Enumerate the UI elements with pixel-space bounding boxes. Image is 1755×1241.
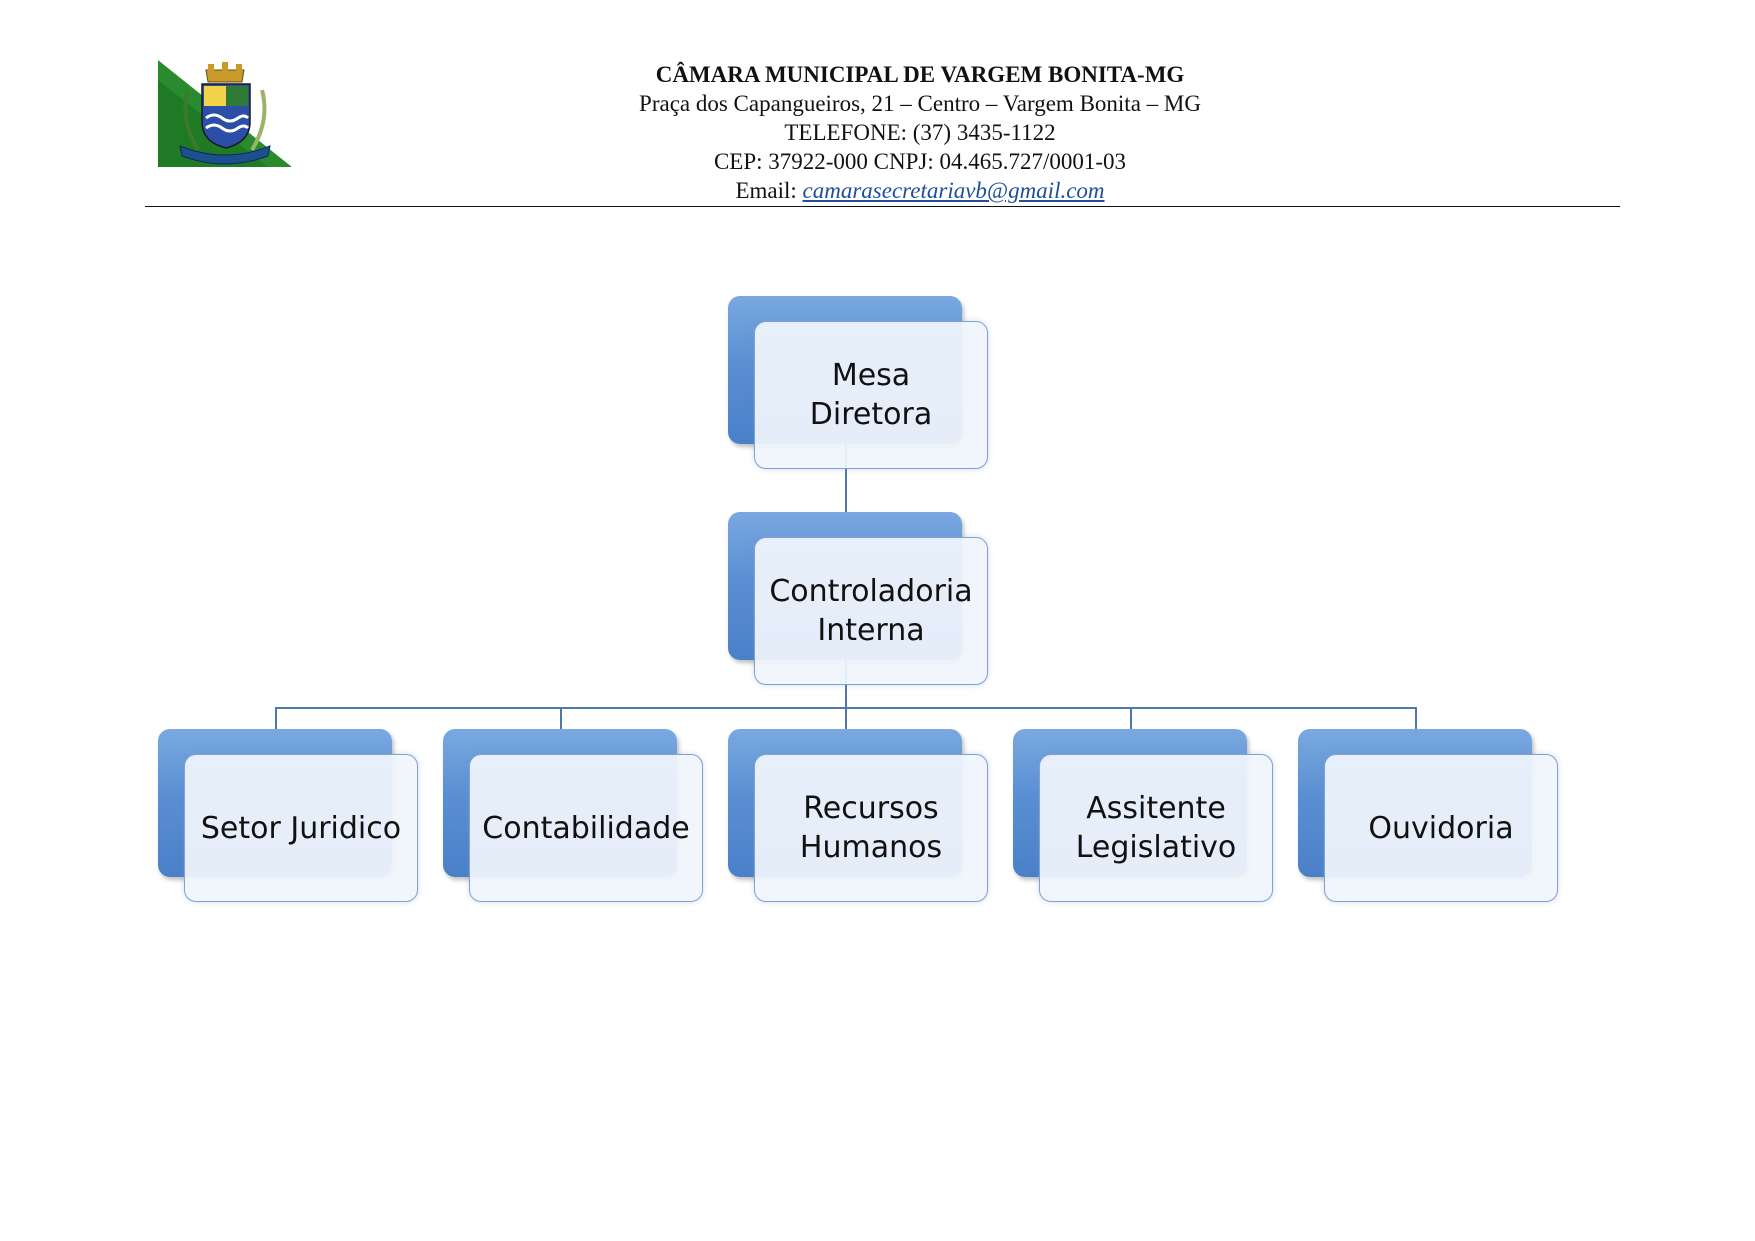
connector-root-to-level2 <box>845 440 847 515</box>
node-controladoria-interna: Controladoria Interna <box>754 537 988 685</box>
letterhead: CÂMARA MUNICIPAL DE VARGEM BONITA-MG Pra… <box>560 60 1280 205</box>
connector-drop-4 <box>1130 707 1132 731</box>
institution-address: Praça dos Capangueiros, 21 – Centro – Va… <box>639 91 1201 116</box>
node-assitente-legislativo: Assitente Legislativo <box>1039 754 1273 902</box>
institution-ids: CEP: 37922-000 CNPJ: 04.465.727/0001-03 <box>713 149 1127 174</box>
node-mesa-diretora: Mesa Diretora <box>754 321 988 469</box>
institution-email-line: Email: camarasecretariavb@gmail.com <box>560 176 1280 205</box>
connector-drop-3 <box>845 707 847 731</box>
node-recursos-humanos: Recursos Humanos <box>754 754 988 902</box>
email-link[interactable]: camarasecretariavb@gmail.com <box>802 178 1105 203</box>
connector-drop-1 <box>275 707 277 731</box>
node-contabilidade: Contabilidade <box>469 754 703 902</box>
institution-phone: TELEFONE: (37) 3435-1122 <box>784 120 1056 145</box>
email-label: Email: <box>735 178 803 203</box>
connector-drop-2 <box>560 707 562 731</box>
node-ouvidoria: Ouvidoria <box>1324 754 1558 902</box>
institution-title: CÂMARA MUNICIPAL DE VARGEM BONITA-MG <box>655 62 1185 87</box>
connector-drop-5 <box>1415 707 1417 731</box>
municipal-coat-of-arms-logo <box>158 60 292 167</box>
header-divider <box>145 206 1620 207</box>
node-setor-juridico: Setor Juridico <box>184 754 418 902</box>
